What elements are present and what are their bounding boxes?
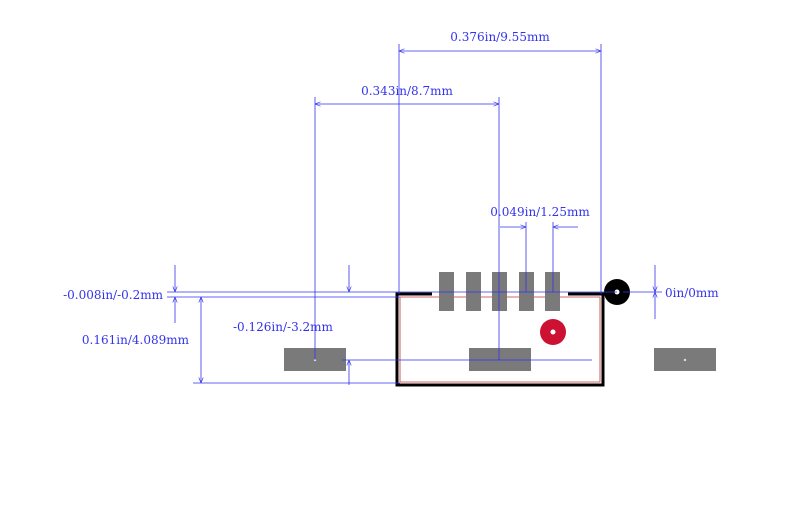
label-pin-pitch: 0.049in/1.25mm bbox=[490, 205, 590, 219]
label-mount-offset: -0.126in/-3.2mm bbox=[233, 320, 334, 334]
pin1-marker bbox=[540, 319, 566, 345]
mounting-pad-center bbox=[469, 348, 531, 371]
label-top-offset: -0.008in/-0.2mm bbox=[63, 288, 164, 302]
dimension-lines bbox=[167, 44, 662, 385]
label-body-height: 0.161in/4.089mm bbox=[82, 333, 190, 347]
signal-pins bbox=[439, 272, 560, 311]
signal-pin-4 bbox=[519, 272, 534, 311]
signal-pin-1 bbox=[439, 272, 454, 311]
signal-pin-5 bbox=[545, 272, 560, 311]
body-outline bbox=[395, 292, 605, 387]
signal-pin-2 bbox=[466, 272, 481, 311]
label-origin-offset: 0in/0mm bbox=[665, 286, 719, 300]
label-overall-width: 0.376in/9.55mm bbox=[450, 30, 550, 44]
label-pad-span: 0.343in/8.7mm bbox=[361, 84, 453, 98]
signal-pin-3 bbox=[492, 272, 507, 311]
dimension-labels: 0.376in/9.55mm 0.343in/8.7mm 0.049in/1.2… bbox=[63, 30, 719, 347]
